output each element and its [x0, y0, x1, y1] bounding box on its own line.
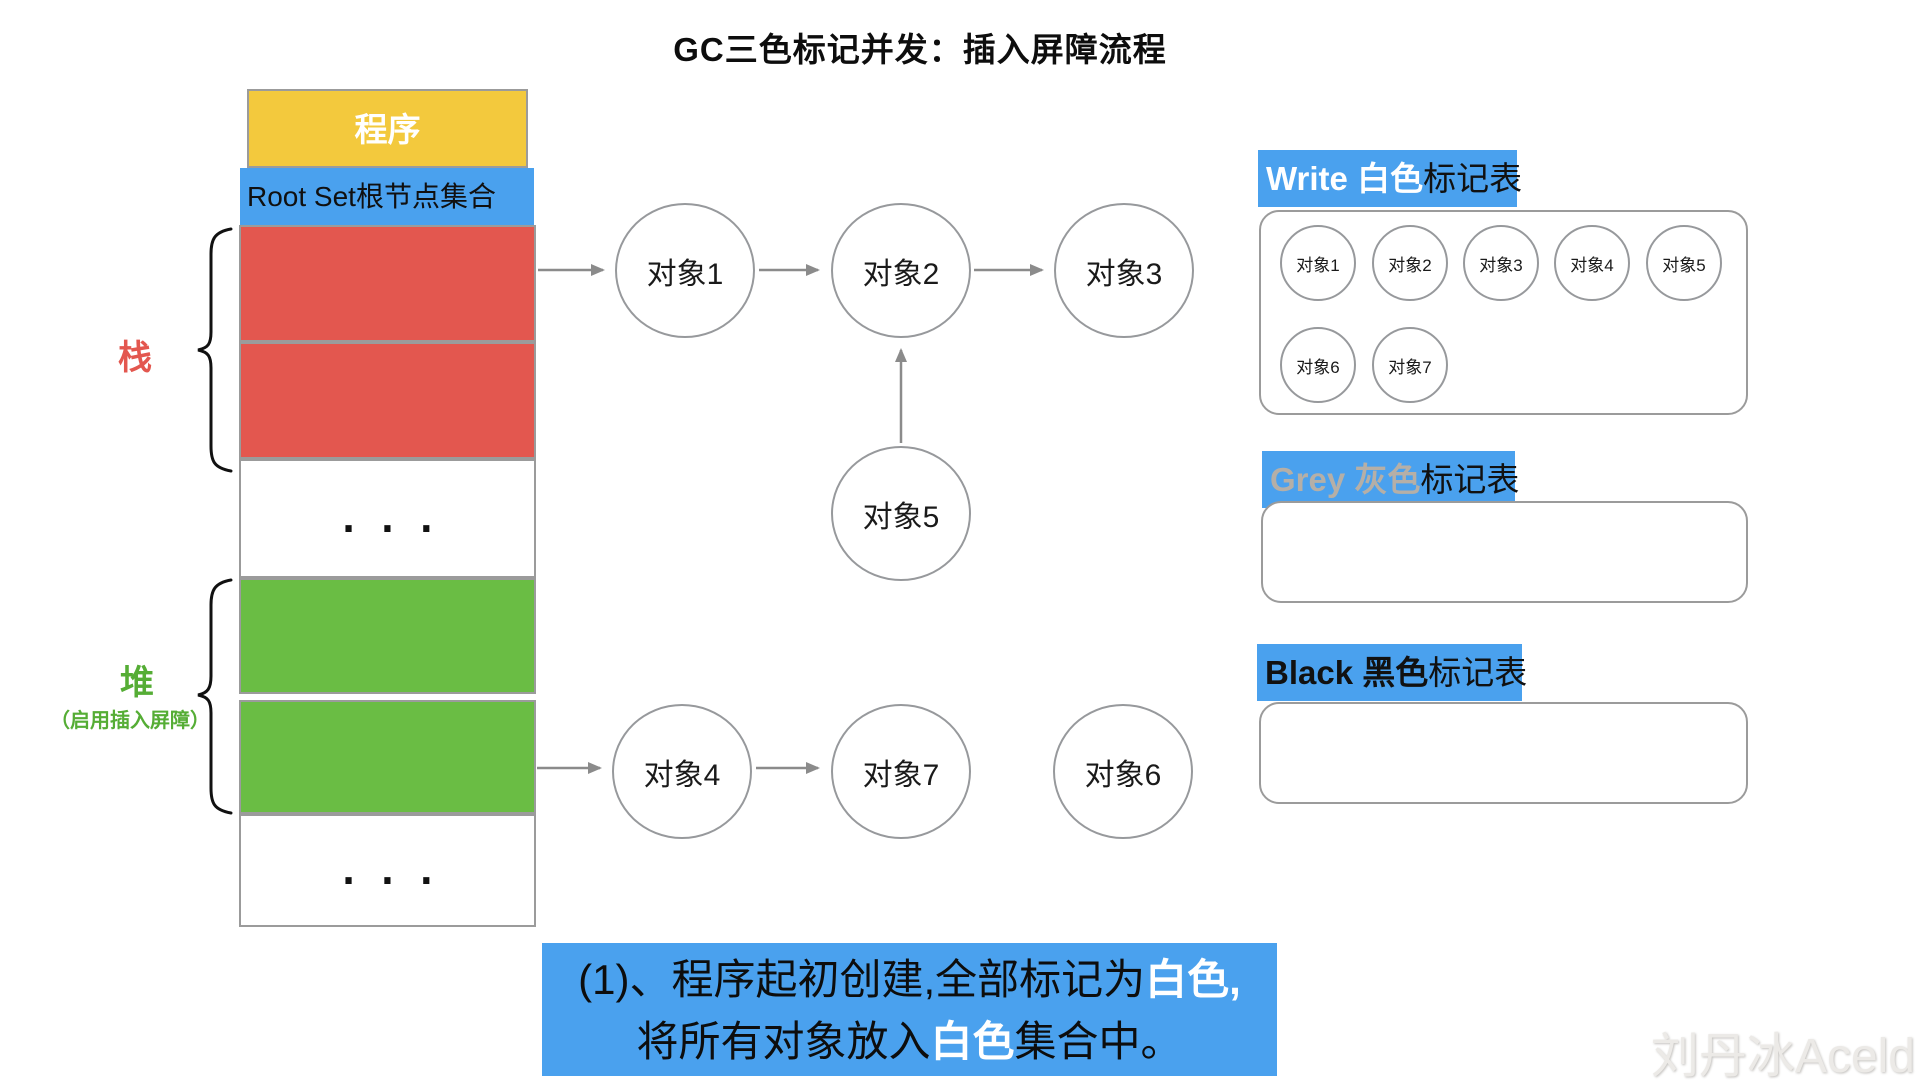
grey-mark-table [1261, 501, 1748, 603]
white-table-item: 对象7 [1372, 327, 1448, 403]
white-table-item: 对象3 [1463, 225, 1539, 301]
ellipsis-text: ... [337, 496, 454, 541]
object-node-4: 对象4 [612, 704, 752, 839]
white-table-header-em: Write 白色 [1266, 160, 1424, 197]
heap-segment-1 [239, 578, 536, 694]
heap-brace [197, 578, 233, 815]
white-table-header-rest: 标记表 [1423, 160, 1523, 197]
caption-line2-text: 将所有对象放入 [636, 1018, 931, 1065]
object-node-7: 对象7 [831, 704, 971, 839]
object-node-1: 对象1 [615, 203, 755, 338]
watermark: 刘丹冰Aceld [1650, 1030, 1915, 1080]
object-node-2: 对象2 [831, 203, 971, 338]
white-table-header: Write 白色标记表 [1258, 150, 1522, 207]
caption-line1-text: (1)、程序起初创建,全部标记为 [578, 956, 1146, 1003]
stack-label: 栈 [118, 339, 152, 377]
caption-line-1: (1)、程序起初创建,全部标记为白色, [542, 949, 1277, 1011]
grey-table-header-em: Grey 灰色 [1270, 461, 1421, 498]
white-table-item: 对象1 [1280, 225, 1356, 301]
object-node-6: 对象6 [1053, 704, 1193, 839]
stack-brace [197, 227, 233, 473]
white-table-item: 对象5 [1646, 225, 1722, 301]
stack-segment-1 [239, 225, 536, 342]
white-table-item: 对象2 [1372, 225, 1448, 301]
stack-segment-2 [239, 342, 536, 459]
page-title: GC三色标记并发：插入屏障流程 [673, 31, 1167, 68]
step-caption: (1)、程序起初创建,全部标记为白色, 将所有对象放入白色集合中。 [542, 943, 1277, 1076]
white-mark-table: 对象1 对象2 对象3 对象4 对象5 对象6 对象7 [1259, 210, 1748, 415]
object-node-3: 对象3 [1054, 203, 1194, 338]
black-table-header-rest: 标记表 [1428, 654, 1528, 691]
black-mark-table [1259, 702, 1748, 804]
caption-line2-tail: 集合中。 [1014, 1018, 1183, 1065]
heap-sublabel: （启用插入屏障） [50, 710, 210, 732]
caption-line-2: 将所有对象放入白色集合中。 [542, 1011, 1277, 1073]
black-table-header: Black 黑色标记表 [1257, 644, 1527, 701]
caption-line1-highlight: 白色, [1145, 956, 1241, 1003]
program-box: 程序 [247, 89, 528, 168]
ellipsis-text: ... [337, 848, 454, 893]
caption-line2-highlight: 白色 [930, 1018, 1015, 1065]
grey-table-header: Grey 灰色标记表 [1262, 451, 1519, 508]
white-table-item: 对象6 [1280, 327, 1356, 403]
object-node-5: 对象5 [831, 446, 971, 581]
root-set-box: Root Set根节点集合 [240, 168, 534, 225]
heap-segment-2 [239, 700, 536, 814]
memory-ellipsis-box-1: ... [239, 459, 536, 578]
white-table-item: 对象4 [1554, 225, 1630, 301]
heap-label: 堆 [120, 664, 154, 702]
memory-ellipsis-box-2: ... [239, 814, 536, 927]
black-table-header-em: Black 黑色 [1265, 654, 1429, 691]
grey-table-header-rest: 标记表 [1420, 461, 1520, 498]
